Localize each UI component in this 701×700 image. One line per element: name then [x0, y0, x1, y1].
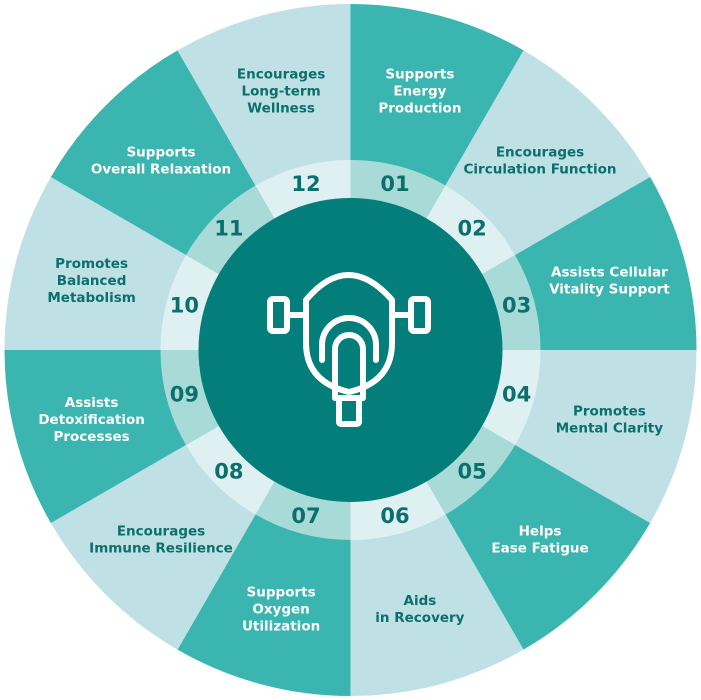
segment-label-line: Promotes — [573, 403, 646, 419]
segment-label-line: Processes — [53, 429, 129, 445]
oxygen-mask-icon — [267, 272, 431, 427]
segment-label-line: in Recovery — [375, 610, 464, 626]
segment-label-line: Overall Relaxation — [91, 162, 231, 178]
segment-label-line: Circulation Function — [464, 162, 617, 178]
segment-number: 10 — [170, 294, 199, 318]
segment-label-line: Helps — [519, 524, 562, 540]
segment-number: 07 — [291, 504, 320, 528]
segment-label-line: Assists — [65, 395, 119, 411]
segment-label-line: Utilization — [242, 618, 320, 634]
center-disc — [198, 198, 503, 502]
segment-label-line: Balanced — [57, 273, 127, 289]
segment-label-line: Immune Resilience — [89, 541, 233, 557]
segment-number: 03 — [502, 294, 531, 318]
segment-number: 01 — [380, 172, 409, 196]
segment-number: 04 — [502, 383, 531, 407]
segment-number: 06 — [380, 504, 409, 528]
segment-label-line: Encourages — [237, 67, 325, 83]
segment-number: 12 — [291, 172, 320, 196]
segment-label-line: Supports — [385, 67, 454, 83]
segment-label-line: Supports — [247, 584, 316, 600]
segment-number: 08 — [214, 460, 243, 484]
segment-label-line: Detoxification — [38, 412, 145, 428]
segment-number: 05 — [457, 460, 486, 484]
mask-inner-arc — [319, 315, 379, 363]
segment-label-line: Long-term — [242, 84, 321, 100]
segment-label-line: Supports — [126, 145, 195, 161]
segment-label-line: Oxygen — [252, 601, 309, 617]
segment-label-line: Assists Cellular — [551, 265, 668, 281]
mask-shell — [303, 272, 395, 395]
segment-label-line: Promotes — [55, 256, 128, 272]
segment-label-line: Vitality Support — [549, 282, 670, 298]
segment-label-line: Mental Clarity — [556, 420, 663, 436]
segment-label-line: Ease Fatigue — [491, 541, 588, 557]
segment-label-line: Metabolism — [47, 290, 135, 306]
segment-number: 11 — [214, 216, 243, 240]
mask-nozzle-arc — [332, 332, 366, 363]
segment-label-line: Energy — [393, 84, 446, 100]
segment-label-line: Wellness — [247, 101, 315, 117]
segment-number: 09 — [170, 383, 199, 407]
segment-number: 02 — [457, 216, 486, 240]
segment-label-line: Encourages — [117, 524, 205, 540]
segment-label-line: Aids — [404, 593, 437, 609]
mask-tube-end — [336, 395, 362, 427]
segment-label-line: Production — [378, 101, 461, 117]
segment-label-line: Encourages — [496, 145, 584, 161]
